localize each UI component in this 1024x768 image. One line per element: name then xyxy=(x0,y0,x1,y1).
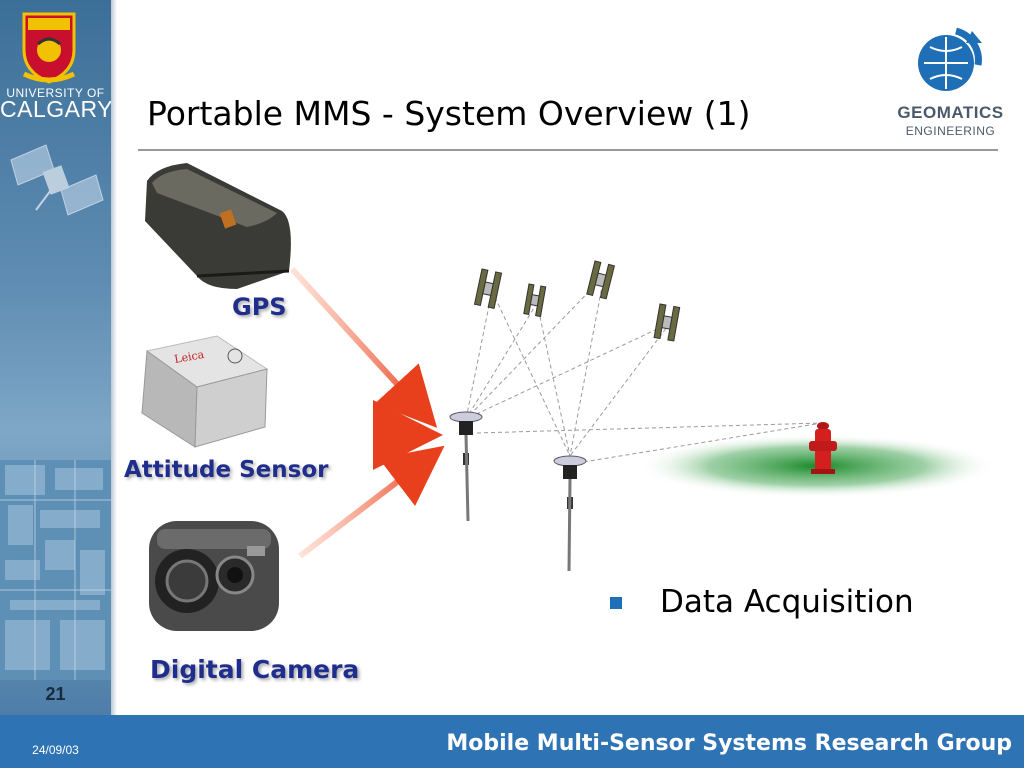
footer-date: 24/09/03 xyxy=(32,743,79,757)
footer-bar xyxy=(0,715,1024,768)
university-crest-icon xyxy=(22,12,76,84)
department-name-line1: GEOMATICS xyxy=(897,103,1004,122)
gps-antenna-pole xyxy=(553,455,587,572)
footer-title: Mobile Multi-Sensor Systems Research Gro… xyxy=(446,731,1012,756)
gps-receiver-icon xyxy=(145,163,291,289)
university-name-line2: CALGARY xyxy=(0,96,114,122)
bullet-text: Data Acquisition xyxy=(660,584,914,620)
slide-number: 21 xyxy=(45,684,66,704)
sidebar: UNIVERSITY OF CALGARY 21 xyxy=(0,0,114,715)
gps-antenna-pole xyxy=(449,411,483,522)
connection-arrows xyxy=(289,266,445,559)
sidebar-shadow xyxy=(111,0,117,715)
system-illustration: Leica xyxy=(141,163,997,631)
title-divider xyxy=(138,149,998,151)
fire-hydrant-icon xyxy=(809,422,837,474)
page-title: Portable MMS - System Overview (1) xyxy=(147,94,751,133)
signal-lines xyxy=(465,275,823,464)
bullet-icon xyxy=(610,597,622,609)
digital-camera-label: Digital Camera xyxy=(150,655,360,684)
university-name-line1: UNIVERSITY OF xyxy=(6,86,105,100)
digital-camera-icon xyxy=(149,521,279,631)
gps-label: GPS xyxy=(232,293,287,321)
attitude-sensor-label: Attitude Sensor xyxy=(124,457,329,483)
satellite-constellation xyxy=(473,260,681,342)
department-name-line2: ENGINEERING xyxy=(905,124,996,138)
geomatics-logo-icon xyxy=(918,27,982,91)
satellite-icon xyxy=(10,144,104,216)
attitude-sensor-icon: Leica xyxy=(141,335,269,448)
circuit-board-icon xyxy=(0,460,111,680)
svg-text:Leica: Leica xyxy=(173,348,205,366)
